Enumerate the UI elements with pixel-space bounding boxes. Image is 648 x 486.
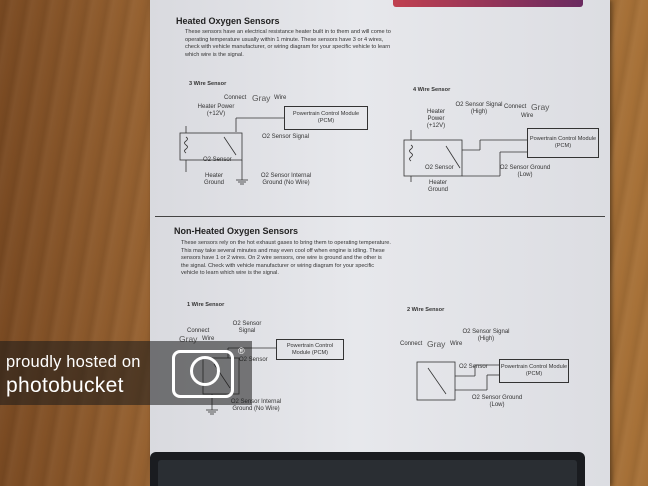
- four-wire-title: 4 Wire Sensor: [413, 87, 451, 93]
- heated-title: Heated Oxygen Sensors: [176, 16, 280, 26]
- nonheated-description: These sensors rely on the hot exhaust ga…: [181, 240, 391, 277]
- four-signal-high: O2 Sensor Signal (High): [455, 102, 503, 115]
- three-o2-sensor: O2 Sensor: [203, 157, 232, 163]
- nonheated-title: Non-Heated Oxygen Sensors: [174, 226, 299, 236]
- two-gray: Gray: [427, 339, 446, 349]
- camera-lens-icon: [190, 356, 220, 386]
- three-wire: Wire: [274, 95, 287, 101]
- one-o2-sensor: O2 Sensor: [239, 357, 268, 363]
- three-wire-title: 3 Wire Sensor: [189, 81, 227, 87]
- four-gray: Gray: [531, 102, 550, 112]
- one-internal-ground: O2 Sensor Internal Ground (No Wire): [230, 399, 282, 412]
- packaging-edge: [393, 0, 583, 7]
- two-wire-title: 2 Wire Sensor: [407, 307, 445, 313]
- one-pcm-box: Powertrain Control Module (PCM): [276, 339, 344, 360]
- two-o2-sensor: O2 Sensor: [459, 364, 488, 370]
- two-wire: Wire: [450, 341, 463, 347]
- four-pcm-box: Powertrain Control Module (PCM): [527, 128, 599, 158]
- two-pcm-box: Powertrain Control Module (PCM): [499, 359, 569, 383]
- three-o2-signal: O2 Sensor Signal: [262, 134, 310, 140]
- section-divider: [155, 216, 605, 217]
- camera-icon: [172, 350, 234, 398]
- three-connect: Connect: [224, 95, 247, 101]
- four-heater-ground: Heater Ground: [427, 180, 448, 193]
- two-connect: Connect: [400, 341, 423, 347]
- three-gray: Gray: [252, 93, 271, 103]
- two-ground-low: O2 Sensor Ground (Low): [471, 395, 523, 408]
- four-heater-power: Heater Power (+12V): [426, 109, 446, 129]
- two-signal-high: O2 Sensor Signal (High): [462, 329, 510, 342]
- three-heater-power: Heater Power (+12V): [197, 104, 235, 117]
- one-connect: Connect: [187, 328, 210, 334]
- four-wire: Wire: [521, 113, 534, 119]
- packaging-black-strip: [150, 452, 585, 486]
- registered-mark: ®: [238, 346, 245, 356]
- one-signal: O2 Sensor Signal: [232, 321, 262, 334]
- three-internal-ground: O2 Sensor Internal Ground (No Wire): [260, 173, 312, 186]
- one-wire: Wire: [202, 336, 215, 342]
- one-wire-title: 1 Wire Sensor: [187, 302, 225, 308]
- watermark-line2: photobucket: [6, 374, 124, 397]
- heated-description: These sensors have an electrical resista…: [185, 29, 391, 58]
- three-pcm-box: Powertrain Control Module (PCM): [284, 106, 368, 130]
- four-connect: Connect: [504, 104, 527, 110]
- four-ground-low: O2 Sensor Ground (Low): [499, 165, 551, 178]
- photobucket-watermark: proudly hosted on photobucket ®: [0, 341, 252, 405]
- four-o2-sensor: O2 Sensor: [425, 165, 454, 171]
- three-heater-ground: Heater Ground: [203, 173, 224, 186]
- watermark-line1: proudly hosted on: [6, 353, 141, 371]
- instruction-sheet: [150, 0, 610, 486]
- one-gray: Gray: [179, 334, 198, 344]
